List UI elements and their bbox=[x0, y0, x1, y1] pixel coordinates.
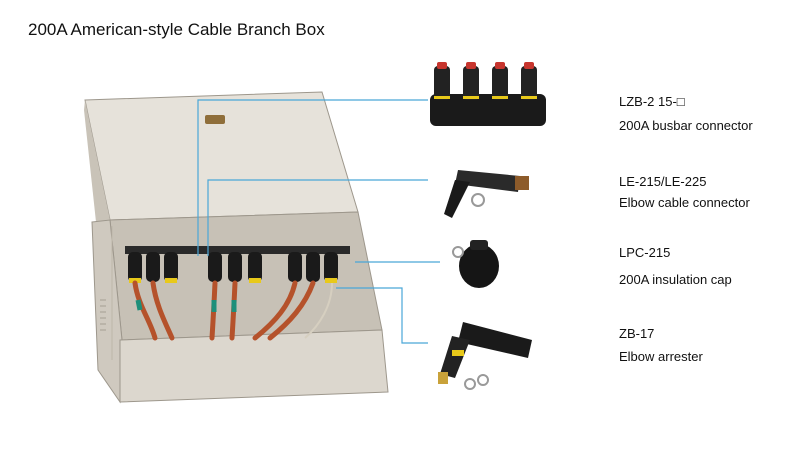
elbow-arrester-icon bbox=[438, 322, 532, 390]
component-code-cap: LPC-215 bbox=[619, 245, 671, 260]
component-code-elbow: LE-215/LE-225 bbox=[619, 174, 707, 189]
busbar-connector-icon bbox=[430, 62, 546, 126]
insulation-cap-icon bbox=[452, 240, 499, 288]
page-title: 200A American-style Cable Branch Box bbox=[28, 20, 325, 39]
component-code-arrester: ZB-17 bbox=[619, 326, 655, 341]
lock-icon bbox=[205, 115, 225, 124]
component-desc-cap: 200A insulation cap bbox=[619, 272, 732, 287]
component-desc-busbar: 200A busbar connector bbox=[619, 118, 753, 133]
leader-lines bbox=[197, 99, 440, 344]
component-desc-elbow: Elbow cable connector bbox=[619, 195, 750, 210]
component-code-busbar: LZB-2 15-□ bbox=[619, 94, 685, 109]
component-desc-arrester: Elbow arrester bbox=[619, 349, 703, 364]
installed-connectors bbox=[128, 252, 338, 341]
elbow-connector-icon bbox=[444, 170, 529, 218]
cable-branch-box bbox=[84, 91, 389, 404]
